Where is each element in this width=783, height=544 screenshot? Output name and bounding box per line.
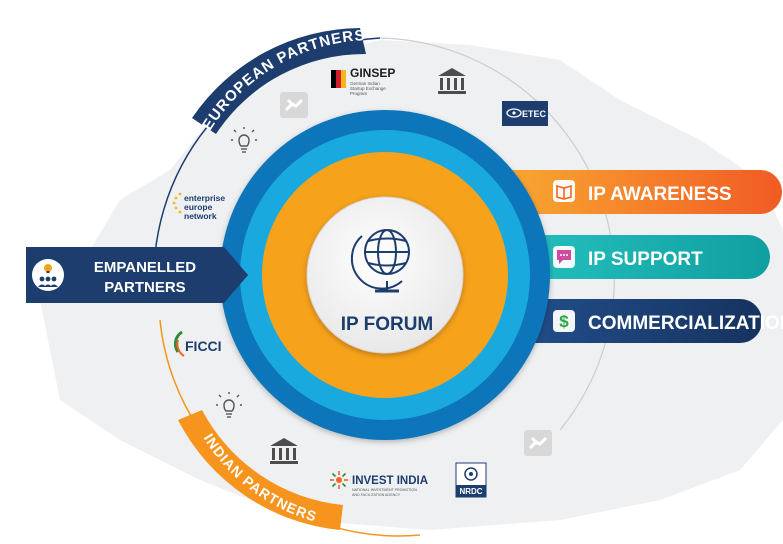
ginsep-sub2: Startup Exchange: [350, 86, 386, 91]
globe-icon: [350, 229, 410, 293]
ficci-name: FICCI: [185, 338, 222, 354]
ginsep-name: GINSEP: [350, 66, 395, 80]
ginsep-logo: GINSEP German Indian Startup Exchange Pr…: [331, 66, 395, 96]
empanelled-partners-tag: EMPANELLED PARTNERS: [26, 247, 248, 303]
concentric-rings: [220, 110, 550, 440]
een-line2: europe: [184, 202, 213, 212]
nrdc-name: NRDC: [459, 487, 482, 496]
nrdc-logo: NRDC: [455, 462, 487, 498]
institution-icon-in: [270, 438, 298, 464]
pillar-bars: IP AWARENESS IP SUPPORT $ COMMERCIALIZAT…: [470, 170, 783, 343]
een-line3: network: [184, 211, 217, 221]
lightbulb-icon-in: [216, 392, 242, 418]
ginsep-sub1: German Indian: [350, 81, 380, 86]
invest-india-sunburst-icon: [330, 471, 348, 489]
book-icon: [556, 184, 572, 200]
hub-title: IP FORUM: [341, 314, 434, 335]
hub-circle: [306, 196, 464, 354]
invest-india-name: INVEST INDIA: [352, 475, 428, 487]
chat-icon: [557, 250, 571, 264]
institution-icon-eu: [438, 68, 466, 94]
ginsep-sub3: Program: [350, 91, 368, 96]
pillar-label: IP SUPPORT: [588, 249, 703, 270]
lightbulb-icon-eu: [231, 127, 257, 153]
een-line1: enterprise: [184, 193, 225, 203]
invest-india-logo: INVEST INDIA NATIONAL INVESTMENT PROMOTI…: [330, 471, 428, 497]
invest-india-sub1: NATIONAL INVESTMENT PROMOTION: [352, 488, 417, 492]
invest-india-sub2: AND FACILITATION AGENCY: [352, 493, 401, 497]
team-lightbulb-icon: [38, 264, 58, 287]
pillar-label: COMMERCIALIZATION: [588, 313, 783, 334]
empanelled-line2: PARTNERS: [104, 279, 185, 296]
pillar-commercialization: $ COMMERCIALIZATION: [500, 299, 783, 343]
handshake-icon-in: [524, 430, 552, 456]
etec-name: ETEC: [522, 109, 547, 119]
handshake-icon-eu: [280, 92, 308, 118]
pillar-label: IP AWARENESS: [588, 184, 732, 205]
empanelled-line1: EMPANELLED: [94, 259, 196, 276]
ficci-logo: FICCI: [173, 330, 222, 357]
pillar-ip-awareness: IP AWARENESS: [470, 170, 782, 214]
dollar-icon: $: [559, 312, 569, 331]
etec-logo: ETEC: [502, 101, 548, 126]
enterprise-europe-network-logo: enterprise europe network: [172, 192, 225, 221]
pillar-ip-support: IP SUPPORT: [500, 235, 770, 279]
